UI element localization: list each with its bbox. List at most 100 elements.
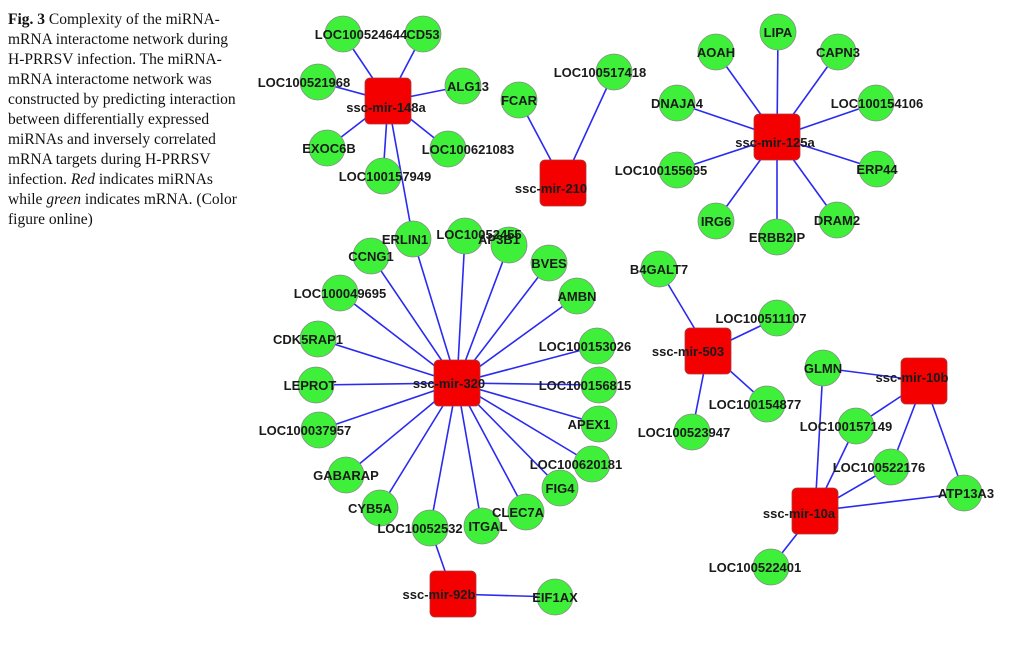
node-label-capn3: CAPN3 (816, 45, 860, 60)
mirna-node-ssc-mir-320 (433, 359, 481, 407)
mrna-node-glmn (804, 349, 842, 387)
caption-text-3: indicates mRNA. (Color figure online) (8, 191, 237, 228)
edge-ssc-mir-320-apex1 (456, 382, 600, 425)
mrna-node-ccng1 (352, 237, 390, 275)
node-label-cyb5a: CYB5A (348, 501, 393, 516)
node-label-loc10052455: LOC10052455 (436, 227, 521, 242)
mrna-node-cyb5a (361, 489, 399, 527)
node-label-loc10052532: LOC10052532 (377, 521, 462, 536)
mrna-node-loc100157149 (837, 407, 875, 445)
node-label-cd53: CD53 (406, 27, 439, 42)
node-label-loc100154877: LOC100154877 (709, 397, 802, 412)
node-label-loc100157149: LOC100157149 (800, 419, 893, 434)
mrna-node-erbb2ip (758, 218, 796, 256)
caption-text-2: indicates miRNAs while (8, 171, 213, 208)
mrna-node-loc100156815 (580, 366, 618, 404)
mrna-node-loc100037957 (300, 411, 338, 449)
mrna-node-loc100523947 (673, 413, 711, 451)
node-label-loc100522176: LOC100522176 (833, 460, 926, 475)
node-label-apex1: APEX1 (568, 417, 611, 432)
mrna-node-loc100154877 (748, 385, 786, 423)
mrna-node-leprot (297, 366, 335, 404)
mrna-node-itgal (463, 507, 501, 545)
node-label-loc100524644: LOC100524644 (315, 27, 408, 42)
node-label-ssc-mir-10b: ssc-mir-10b (876, 370, 949, 385)
mirna-node-ssc-mir-92b (429, 570, 477, 618)
mrna-node-loc100620181 (573, 445, 611, 483)
mrna-node-cd53 (404, 15, 442, 53)
node-label-loc100156815: LOC100156815 (539, 378, 632, 393)
mrna-node-erlin1 (394, 220, 432, 258)
node-label-b4galt7: B4GALT7 (630, 262, 688, 277)
mrna-node-aoah (697, 33, 735, 71)
mirna-node-ssc-mir-125a (753, 113, 801, 161)
edge-ssc-mir-10a-glmn (814, 367, 824, 512)
node-label-aoah: AOAH (697, 45, 735, 60)
mirna-node-ssc-mir-148a (364, 77, 412, 125)
edge-ssc-mir-320-loc10052532 (429, 382, 458, 529)
mrna-node-ap3b1 (490, 226, 528, 264)
mirna-node-ssc-mir-503 (684, 327, 732, 375)
node-label-loc100523947: LOC100523947 (638, 425, 731, 440)
caption-green-word: green (46, 191, 82, 208)
mrna-node-irg6 (697, 202, 735, 240)
mrna-node-bves (530, 244, 568, 282)
mrna-node-capn3 (819, 33, 857, 71)
node-label-ssc-mir-10a: ssc-mir-10a (763, 506, 836, 521)
mrna-node-loc100517418 (595, 53, 633, 91)
node-label-ssc-mir-503: ssc-mir-503 (652, 344, 724, 359)
node-label-eif1ax: EIF1AX (532, 590, 578, 605)
node-label-cdk5rap1: CDK5RAP1 (273, 332, 343, 347)
mrna-node-gabarap (327, 456, 365, 494)
node-label-dram2: DRAM2 (814, 213, 860, 228)
mrna-node-clec7a (507, 493, 545, 531)
node-label-leprot: LEPROT (284, 378, 337, 393)
node-label-loc100620181: LOC100620181 (530, 457, 623, 472)
mrna-node-eif1ax (536, 578, 574, 616)
edge-ssc-mir-320-leprot (315, 382, 458, 386)
edge-ssc-mir-320-loc10052455 (456, 235, 466, 384)
node-label-erbb2ip: ERBB2IP (749, 230, 806, 245)
mrna-node-b4galt7 (640, 250, 678, 288)
node-label-bves: BVES (531, 256, 567, 271)
node-label-fig4: FIG4 (546, 481, 576, 496)
mrna-node-fig4 (541, 469, 579, 507)
figure-caption: Fig. 3 Complexity of the miRNA-mRNA inte… (8, 10, 240, 230)
node-label-loc100621083: LOC100621083 (422, 142, 515, 157)
edge-ssc-mir-320-loc100156815 (456, 382, 600, 386)
node-label-ssc-mir-320: ssc-mir-320 (413, 376, 485, 391)
mirna-node-ssc-mir-10b (900, 357, 948, 405)
mrna-node-apex1 (580, 405, 618, 443)
node-label-ap3b1: AP3B1 (478, 232, 520, 247)
node-label-itgal: ITGAL (469, 519, 508, 534)
caption-text-1: Complexity of the miRNA-mRNA interactome… (8, 11, 236, 188)
node-label-ssc-mir-92b: ssc-mir-92b (403, 587, 476, 602)
node-label-loc100157949: LOC100157949 (339, 169, 432, 184)
node-label-irg6: IRG6 (701, 214, 731, 229)
node-label-loc100522401: LOC100522401 (709, 560, 802, 575)
node-label-loc100521968: LOC100521968 (258, 75, 351, 90)
node-label-loc100153026: LOC100153026 (539, 339, 632, 354)
mrna-node-loc100521968 (299, 63, 337, 101)
mrna-node-lipa (759, 13, 797, 51)
mrna-node-exoc6b (308, 129, 346, 167)
node-label-fcar: FCAR (501, 93, 538, 108)
node-label-exoc6b: EXOC6B (302, 141, 355, 156)
mirna-node-ssc-mir-210 (539, 159, 587, 207)
node-label-loc100517418: LOC100517418 (554, 65, 647, 80)
node-label-ccng1: CCNG1 (348, 249, 394, 264)
mrna-node-loc100153026 (578, 327, 616, 365)
edge-ssc-mir-10a-atp13a3 (814, 492, 965, 512)
mrna-node-loc100511107 (758, 299, 796, 337)
mrna-node-alg13 (444, 67, 482, 105)
mrna-node-dnaja4 (658, 84, 696, 122)
mrna-node-loc100155695 (658, 151, 696, 189)
caption-red-word: Red (70, 171, 95, 188)
node-label-loc100511107: LOC100511107 (715, 311, 806, 326)
node-label-loc100154106: LOC100154106 (831, 96, 924, 111)
mrna-node-cdk5rap1 (299, 320, 337, 358)
mrna-node-loc100157949 (364, 157, 402, 195)
mrna-node-ambn (558, 277, 596, 315)
mrna-node-loc100522176 (872, 448, 910, 486)
